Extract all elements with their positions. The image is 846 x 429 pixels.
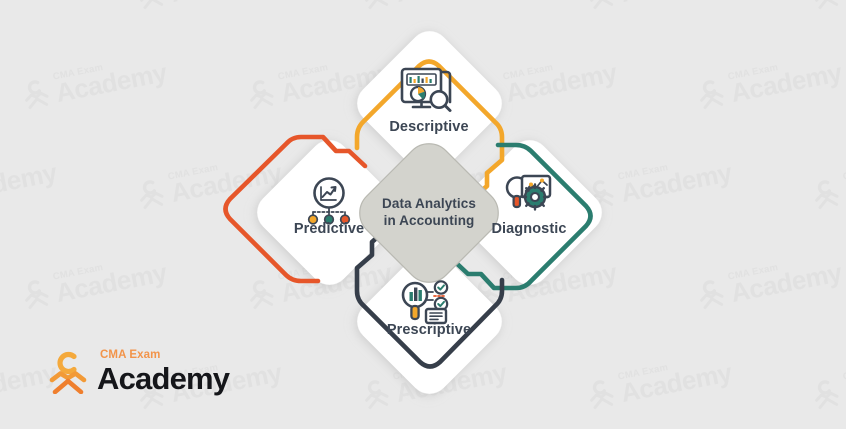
node-label-prescriptive: Prescriptive xyxy=(386,322,472,338)
center-label-line2: in Accounting xyxy=(383,213,475,228)
node-label-predictive: Predictive xyxy=(293,221,365,237)
dashboard-magnifier-icon xyxy=(400,67,452,112)
card-shape-descriptive xyxy=(357,31,502,176)
logo-small-text: CMA Exam xyxy=(100,349,161,362)
connector-diagnostic xyxy=(449,142,593,291)
connector-descriptive xyxy=(354,59,505,204)
connector-prescriptive xyxy=(354,224,505,369)
center-node-label: Data Analytics in Accounting xyxy=(382,196,476,230)
center-node[interactable] xyxy=(350,134,508,292)
magnifier-checklist-icon xyxy=(401,280,449,325)
academy-logo-mark-icon xyxy=(48,350,88,395)
center-label-line1: Data Analytics xyxy=(382,196,476,212)
logo-text-block: CMA Exam Academy xyxy=(97,349,230,396)
node-label-descriptive: Descriptive xyxy=(389,119,469,135)
center-node-shape xyxy=(359,143,499,283)
trend-nodes-icon xyxy=(307,177,351,225)
node-label-diagnostic: Diagnostic xyxy=(491,221,567,237)
logo-big-text: Academy xyxy=(97,360,230,396)
card-descriptive[interactable] xyxy=(349,23,510,184)
cma-exam-academy-logo: CMA Exam Academy xyxy=(48,349,230,396)
chart-gear-magnifier-icon xyxy=(505,174,552,211)
connector-predictive xyxy=(223,134,368,284)
